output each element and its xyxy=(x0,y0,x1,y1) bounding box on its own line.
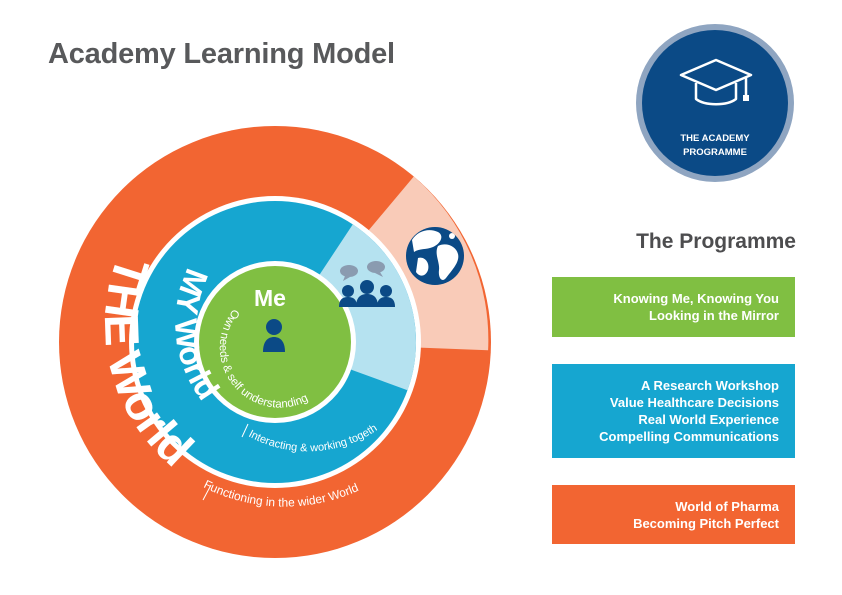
page-title: Academy Learning Model xyxy=(48,38,395,70)
programme-heading: The Programme xyxy=(636,230,796,253)
inner-circle-title: Me xyxy=(254,285,286,311)
graduation-cap-icon xyxy=(679,58,753,106)
group-chat-icon xyxy=(339,261,395,307)
academy-badge: THE ACADEMY PROGRAMME xyxy=(636,24,794,182)
badge-line-2: PROGRAMME xyxy=(683,147,747,158)
outer-ring-separator xyxy=(202,484,212,501)
programme-item: Value Healthcare Decisions xyxy=(609,395,779,410)
programme-item: Compelling Communications xyxy=(599,429,779,444)
badge-line-1: THE ACADEMY xyxy=(680,133,750,144)
programme-item: Knowing Me, Knowing You xyxy=(613,291,779,306)
programme-box-orange: World of Pharma Becoming Pitch Perfect xyxy=(552,485,795,544)
programme-box-green: Knowing Me, Knowing You Looking in the M… xyxy=(552,277,795,337)
programme-item: Becoming Pitch Perfect xyxy=(633,515,779,531)
programme-item: Looking in the Mirror xyxy=(649,308,779,323)
programme-item: A Research Workshop xyxy=(641,378,779,393)
globe-icon xyxy=(406,227,464,285)
middle-ring-separator xyxy=(241,423,249,438)
person-icon xyxy=(263,319,285,352)
programme-item: World of Pharma xyxy=(675,498,779,514)
programme-item: Real World Experience xyxy=(638,412,779,427)
programme-box-blue: A Research Workshop Value Healthcare Dec… xyxy=(552,364,795,458)
